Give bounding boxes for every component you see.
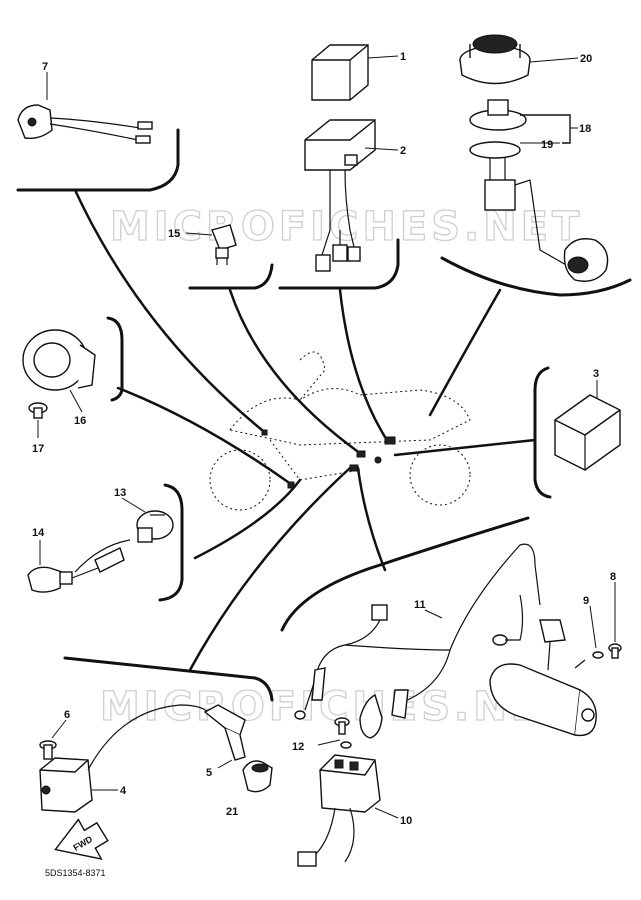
- drawing-code: 5DS1354-8371: [45, 868, 106, 878]
- callout-11: 11: [414, 599, 426, 611]
- callout-20: 20: [580, 53, 592, 65]
- group-frame-15: [188, 263, 274, 290]
- forward-direction-arrow: FWD: [54, 818, 109, 860]
- part-13-sensor: [136, 510, 174, 543]
- part-16-horn: [22, 329, 96, 391]
- part-10-starter-relay: [297, 754, 381, 867]
- group-frame-8-12: [280, 516, 530, 632]
- part-15-switch: [211, 224, 237, 265]
- callout-10: 10: [400, 815, 412, 827]
- group-frame-13-14: [158, 483, 184, 602]
- callout-9: 9: [583, 595, 589, 607]
- callout-15: 15: [168, 228, 180, 240]
- part-8-screw: [608, 643, 622, 659]
- part-3-flasher-relay: [554, 394, 621, 471]
- part-4-ignition-coil: [39, 704, 211, 813]
- callout-12: 12: [292, 741, 304, 753]
- part-7-lead-assembly: [17, 104, 153, 144]
- part-6-bolt: [39, 740, 57, 760]
- callout-6: 6: [64, 709, 70, 721]
- group-frame-4-5: [63, 656, 274, 702]
- group-frame-16: [106, 316, 124, 402]
- part-21-cap: [242, 760, 273, 793]
- starter-motor: [489, 594, 597, 737]
- callout-3: 3: [593, 368, 599, 380]
- callout-1: 1: [400, 51, 406, 63]
- part-17-bolt: [28, 402, 48, 419]
- group-frame-3: [533, 366, 552, 499]
- part-1-relay: [311, 44, 369, 101]
- group-frame-1-2: [278, 238, 400, 290]
- callout-8: 8: [610, 571, 616, 583]
- callout-4: 4: [120, 785, 127, 797]
- callout-13: 13: [114, 487, 126, 499]
- part-18-fuel-sender: [469, 99, 609, 282]
- harness-location-marks: [261, 429, 396, 489]
- group-frame-18-20: [440, 256, 632, 297]
- callout-19: 19: [541, 139, 553, 151]
- callout-18: 18: [579, 123, 591, 135]
- callout-5: 5: [206, 767, 212, 779]
- callout-2: 2: [400, 145, 406, 157]
- part-14-sensor: [27, 539, 131, 593]
- callout-21: 21: [226, 806, 238, 818]
- motorcycle-outline: [209, 351, 471, 511]
- callout-17: 17: [32, 443, 44, 455]
- part-9-washer: [592, 651, 604, 659]
- group-frame-7: [16, 128, 180, 192]
- callout-7: 7: [42, 61, 48, 73]
- part-5-plug-cap: [203, 704, 246, 761]
- watermark-top: MICROFICHES.NET: [110, 204, 583, 250]
- callout-16: 16: [74, 415, 86, 427]
- part-20-ring-nut: [459, 34, 531, 85]
- callout-14: 14: [32, 527, 45, 539]
- part-12-bolt: [334, 717, 352, 749]
- part-11-harness: [294, 543, 541, 739]
- leader-wires: [73, 188, 537, 672]
- part-2-relay-holder: [304, 119, 376, 272]
